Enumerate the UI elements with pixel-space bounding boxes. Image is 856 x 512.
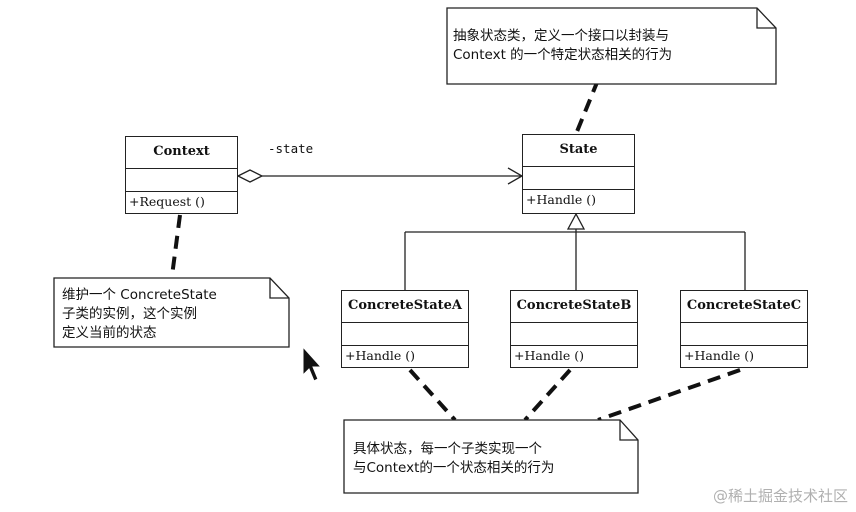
class-attributes	[681, 323, 807, 346]
class-context[interactable]: Context +Request ()	[125, 136, 238, 214]
class-attributes	[126, 169, 237, 192]
class-attributes	[511, 323, 637, 346]
note-anchors	[170, 79, 741, 422]
concrete-note-text: 具体状态，每一个子类实现一个 与Context的一个状态相关的行为	[353, 441, 555, 476]
context-note-anchor	[170, 214, 182, 277]
class-state[interactable]: State +Handle ()	[522, 134, 635, 214]
generalization-triangle-icon	[566, 212, 586, 230]
context-note-shape	[53, 277, 290, 348]
class-operation: +Request ()	[129, 194, 205, 209]
class-concrete-state-a[interactable]: ConcreteStateA +Handle ()	[341, 290, 469, 368]
class-operation: +Handle ()	[345, 348, 416, 363]
mouse-cursor-icon	[302, 345, 323, 382]
concrete-c-note-anchor	[597, 368, 741, 422]
association-connector	[262, 167, 524, 185]
class-concrete-state-c[interactable]: ConcreteStateC +Handle ()	[680, 290, 808, 368]
concrete-b-note-anchor	[523, 368, 572, 422]
class-attributes	[342, 323, 468, 346]
class-name: ConcreteStateA	[342, 291, 468, 323]
association-role-label: -state	[268, 141, 314, 156]
concrete-a-note-anchor	[408, 368, 457, 422]
class-operation: +Handle ()	[514, 348, 585, 363]
concrete-note-shape	[343, 419, 639, 494]
class-attributes	[523, 167, 634, 190]
class-name: State	[523, 135, 634, 167]
watermark: @稀土掘金技术社区	[712, 487, 848, 505]
class-concrete-state-b[interactable]: ConcreteStateB +Handle ()	[510, 290, 638, 368]
aggregation-diamond-icon	[236, 169, 264, 183]
context-note-text: 维护一个 ConcreteState 子类的实例，这个实例 定义当前的状态	[62, 287, 217, 341]
class-name: ConcreteStateC	[681, 291, 807, 323]
inheritance-connector	[404, 228, 746, 290]
class-name: ConcreteStateB	[511, 291, 637, 323]
class-operation: +Handle ()	[684, 348, 755, 363]
class-operation: +Handle ()	[526, 192, 597, 207]
state-note-text: 抽象状态类，定义一个接口以封装与 Context 的一个特定状态相关的行为	[453, 28, 673, 63]
state-note-shape	[446, 7, 777, 85]
state-note-anchor	[574, 79, 600, 135]
class-name: Context	[126, 137, 237, 169]
